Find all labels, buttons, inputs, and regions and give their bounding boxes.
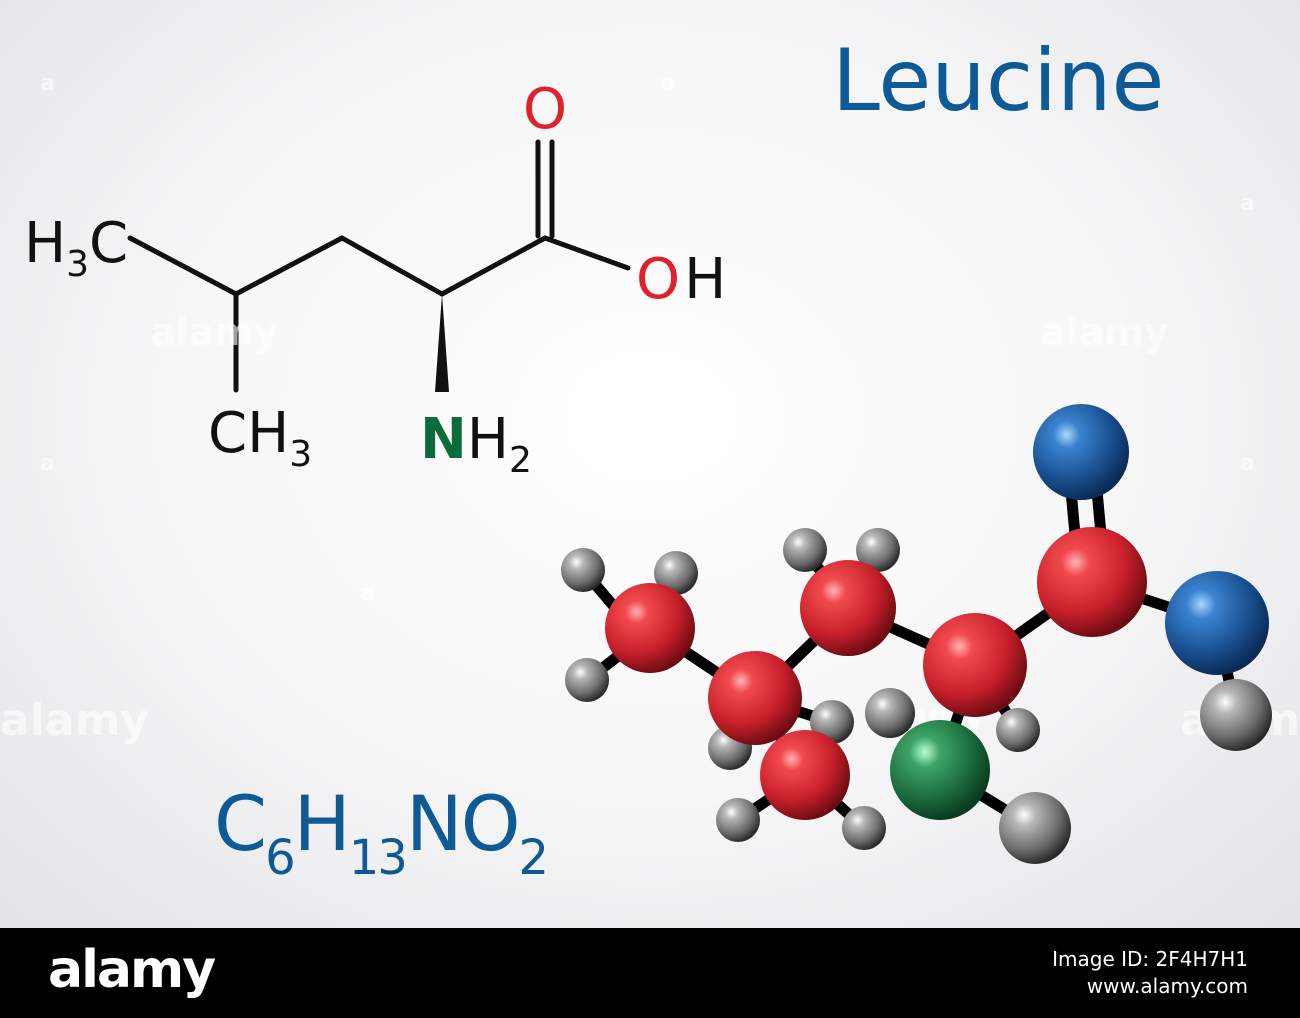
bond-calpha-ccarboxyl bbox=[439, 235, 548, 297]
hydrogen-atom bbox=[865, 688, 915, 738]
watermark-logo: alamy bbox=[48, 940, 216, 1000]
leucine-diagram: alamy alamy alamy alamy alamy a a a a a … bbox=[0, 71, 1272, 864]
molecule-name: Leucine bbox=[832, 31, 1165, 131]
bond-h3c-c2 bbox=[127, 235, 239, 297]
carbon-atom bbox=[800, 560, 896, 656]
svg-text:a: a bbox=[1240, 451, 1255, 476]
carbon-atom bbox=[1037, 527, 1147, 637]
svg-text:a: a bbox=[360, 581, 375, 606]
label-hydroxyl: OH bbox=[636, 247, 726, 312]
hydrogen-atom bbox=[561, 548, 605, 592]
hydrogen-atom bbox=[842, 806, 886, 850]
oxygen-atom bbox=[1033, 404, 1129, 500]
label-h3c: H3C bbox=[24, 211, 128, 285]
formula-oxygen-count: 2 bbox=[518, 830, 550, 886]
formula-hydrogen-count: 13 bbox=[348, 830, 408, 886]
wedge-bond-nh2 bbox=[435, 294, 449, 392]
bond-ccarboxyl-oh bbox=[542, 235, 631, 271]
hydrogen-atom bbox=[996, 708, 1040, 752]
hydrogen-atom bbox=[783, 528, 827, 572]
label-ch3: CH3 bbox=[208, 401, 312, 475]
formula-carbon-count: 6 bbox=[265, 830, 296, 886]
label-carbonyl-oxygen: O bbox=[523, 77, 567, 142]
nitrogen-atom bbox=[890, 720, 990, 820]
molecular-formula: C6H13NO2 bbox=[214, 786, 549, 883]
svg-text:alamy: alamy bbox=[0, 695, 149, 746]
svg-text:a: a bbox=[40, 451, 55, 476]
formula-oxygen: O bbox=[460, 779, 521, 868]
skeletal-formula bbox=[127, 139, 631, 393]
hydrogen-atom bbox=[654, 551, 698, 595]
svg-text:alamy: alamy bbox=[1040, 310, 1169, 354]
formula-nitrogen: N bbox=[405, 779, 463, 868]
hydrogen-atom bbox=[716, 798, 760, 842]
carbon-atom bbox=[708, 651, 802, 745]
svg-text:alamy: alamy bbox=[150, 310, 279, 354]
formula-carbon: C bbox=[214, 779, 267, 868]
label-nh2: NH2 bbox=[420, 407, 532, 481]
image-id: Image ID: 2F4H7H1 bbox=[1052, 947, 1248, 971]
hydrogen-atom bbox=[999, 792, 1071, 864]
watermark-info: Image ID: 2F4H7H1 www.alamy.com bbox=[1052, 946, 1248, 1000]
carbon-atom bbox=[760, 730, 850, 820]
formula-hydrogen: H bbox=[293, 779, 351, 868]
svg-text:a: a bbox=[1240, 191, 1255, 216]
carbon-atom bbox=[923, 613, 1027, 717]
hydrogen-atom bbox=[1200, 679, 1272, 751]
bond-c2-c3 bbox=[233, 235, 345, 297]
ball-stick-atoms bbox=[561, 404, 1272, 864]
svg-text:a: a bbox=[660, 71, 675, 96]
hydrogen-atom bbox=[565, 658, 609, 702]
watermark-site: www.alamy.com bbox=[1086, 974, 1248, 998]
bond-c3-calpha bbox=[339, 235, 445, 297]
hydrogen-atom bbox=[856, 528, 900, 572]
svg-text:a: a bbox=[40, 71, 55, 96]
oxygen-atom bbox=[1165, 571, 1269, 675]
carbon-atom bbox=[605, 583, 695, 673]
watermark-footer: alamy Image ID: 2F4H7H1 www.alamy.com bbox=[0, 928, 1300, 1018]
illustration-canvas: alamy alamy alamy alamy alamy a a a a a … bbox=[0, 0, 1300, 928]
